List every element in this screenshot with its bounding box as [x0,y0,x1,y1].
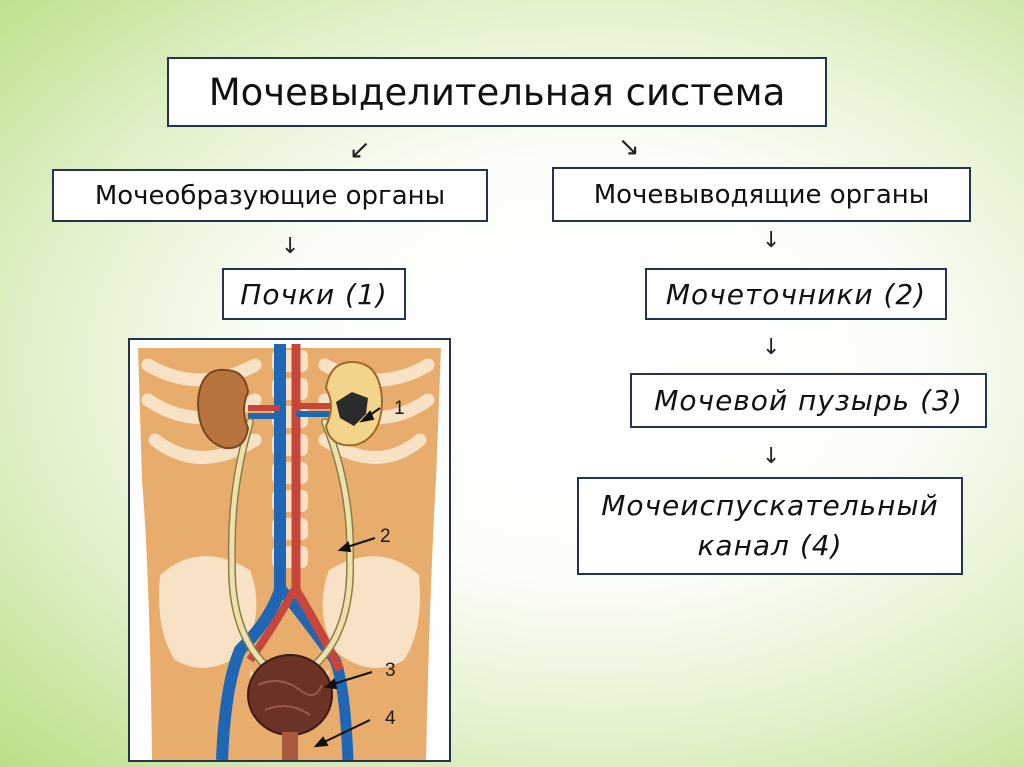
label-ureter-number: 2 [380,526,391,547]
urethra-label-line2: канал (4) [697,529,843,562]
arrow-down-icon: ↓ [762,335,781,360]
label-kidney-number: 1 [394,398,405,419]
bladder [247,654,333,736]
page-title: Мочевыделительная система [167,57,827,127]
urethra [282,732,298,760]
leader-arrows [313,407,381,748]
urethra-label-line1: Мочеиспускательный [601,489,939,522]
arrow-down-icon: ↓ [762,228,781,253]
urinary-system-illustration: 1 2 3 4 [128,338,451,762]
forming-organs-box: Мочеобразующие органы [52,169,488,222]
arrow-down-right-icon: ↘ [618,132,640,162]
ureters-box: Мочеточники (2) [645,268,947,320]
bladder-box: Мочевой пузырь (3) [630,373,987,428]
label-bladder-number: 3 [385,660,396,681]
left-kidney [196,368,250,450]
label-urethra-number: 4 [385,708,396,729]
arrow-down-left-icon: ↙ [349,135,371,165]
artery-vessel [291,344,345,673]
urethra-box: Мочеиспускательный канал (4) [577,477,963,575]
kidneys-box: Почки (1) [222,268,406,320]
excreting-organs-box: Мочевыводящие органы [552,167,971,222]
vein-vessel [216,344,286,760]
arrow-down-icon: ↓ [281,234,300,259]
anatomy-drawing [138,344,441,760]
arrow-down-icon: ↓ [762,444,781,469]
